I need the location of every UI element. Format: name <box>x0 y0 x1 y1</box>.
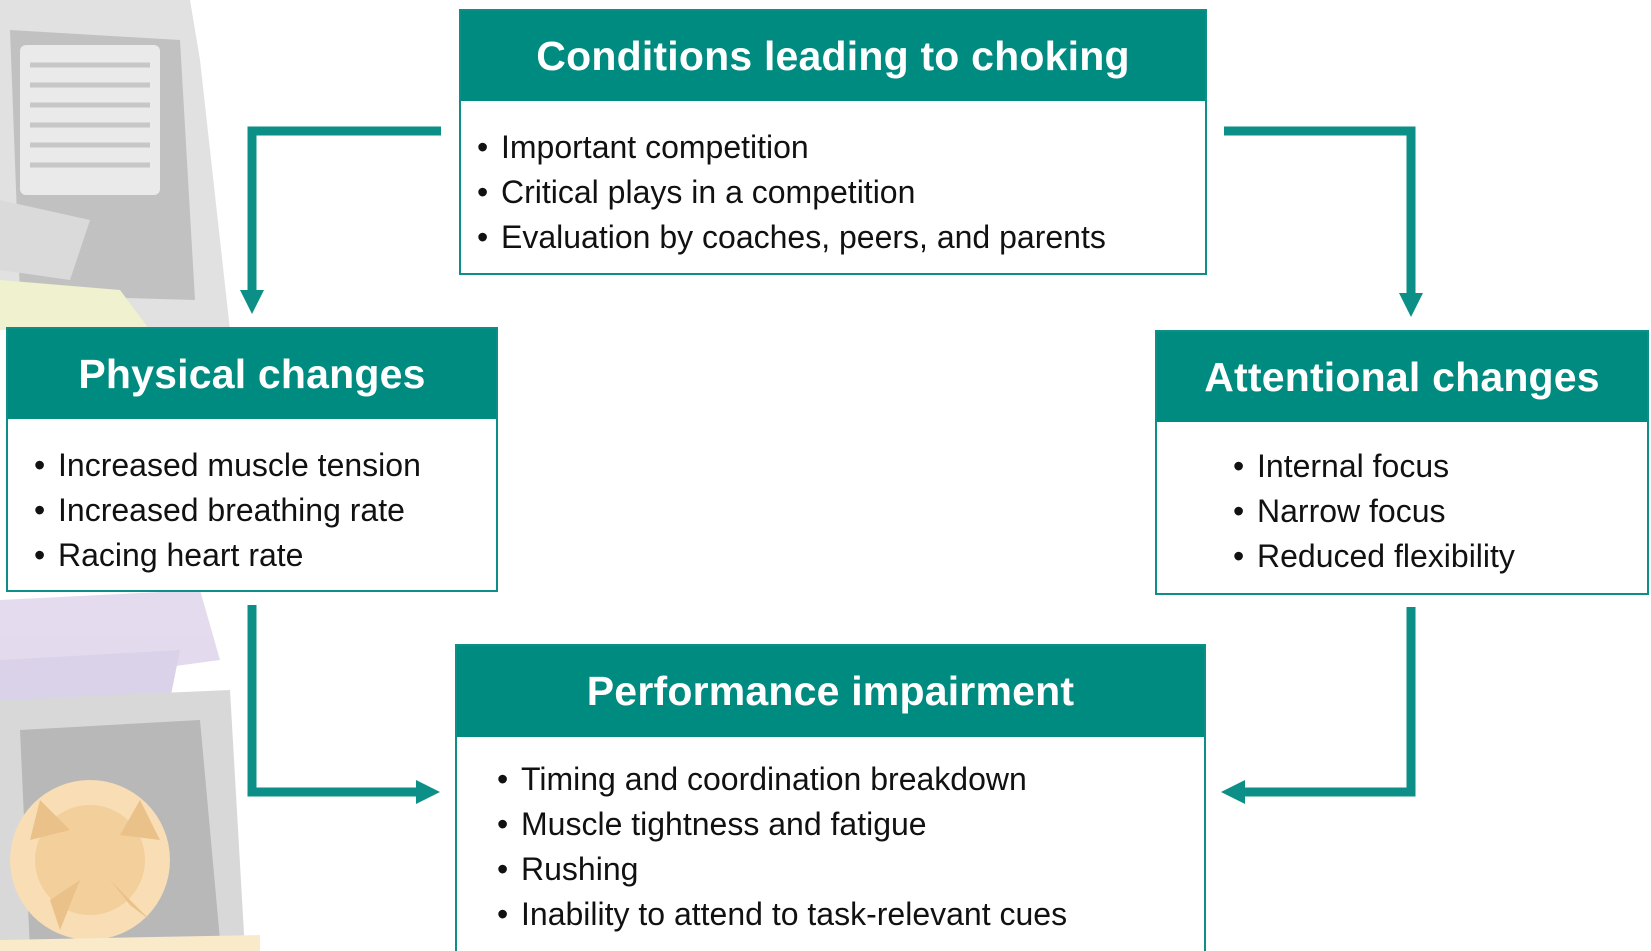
list-item: Increased breathing rate <box>34 488 496 533</box>
performance-impairment-box: Performance impairment Timing and coordi… <box>455 644 1206 951</box>
list-item: Timing and coordination breakdown <box>497 757 1204 802</box>
background-illustration <box>0 0 260 951</box>
conditions-title: Conditions leading to choking <box>461 11 1205 101</box>
list-item: Racing heart rate <box>34 533 496 578</box>
list-item: Muscle tightness and fatigue <box>497 802 1204 847</box>
list-item: Narrow focus <box>1233 489 1647 534</box>
performance-impairment-title: Performance impairment <box>457 646 1204 737</box>
list-item: Important competition <box>477 125 1205 170</box>
list-item: Rushing <box>497 847 1204 892</box>
physical-changes-box: Physical changes Increased muscle tensio… <box>6 327 498 592</box>
conditions-list: Important competition Critical plays in … <box>461 101 1205 260</box>
list-item: Increased muscle tension <box>34 443 496 488</box>
arrowhead-down-right <box>1399 293 1423 317</box>
attentional-changes-box: Attentional changes Internal focus Narro… <box>1155 330 1649 595</box>
list-item: Critical plays in a competition <box>477 170 1205 215</box>
physical-changes-title: Physical changes <box>8 329 496 419</box>
attentional-changes-title: Attentional changes <box>1157 332 1647 422</box>
list-item: Inability to attend to task-relevant cue… <box>497 892 1204 937</box>
conditions-box: Conditions leading to choking Important … <box>459 9 1207 275</box>
list-item: Evaluation by coaches, peers, and parent… <box>477 215 1205 260</box>
arrow-attentional-to-performance <box>1243 607 1416 797</box>
list-item: Reduced flexibility <box>1233 534 1647 579</box>
arrow-physical-to-performance <box>247 605 418 797</box>
list-item: Internal focus <box>1233 444 1647 489</box>
physical-changes-list: Increased muscle tension Increased breat… <box>8 419 496 578</box>
performance-impairment-list: Timing and coordination breakdown Muscle… <box>457 737 1204 937</box>
arrowhead-right-bottom <box>416 780 440 804</box>
arrow-conditions-to-attentional <box>1224 126 1416 295</box>
arrowhead-left-bottom <box>1221 780 1245 804</box>
attentional-changes-list: Internal focus Narrow focus Reduced flex… <box>1157 422 1647 579</box>
arrow-conditions-to-physical <box>247 126 441 292</box>
